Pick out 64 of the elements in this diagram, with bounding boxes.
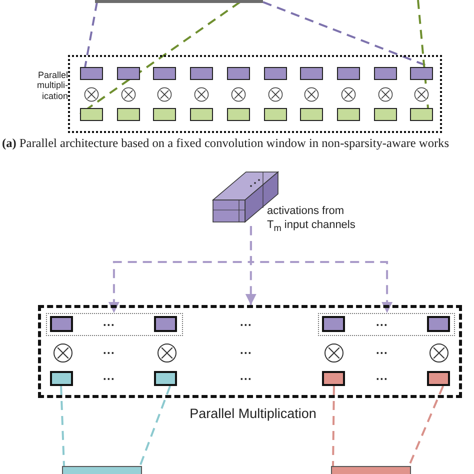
activation-register (116, 67, 140, 80)
annotation-text: activations from T$_{m}$ input channels (267, 204, 356, 236)
dashed-line (60, 386, 65, 466)
array-label: Parallel multipli- ication (36, 70, 68, 102)
activation-register (322, 316, 344, 332)
multiply-symbol (53, 343, 73, 363)
multiply-symbol (378, 87, 393, 102)
ellipsis: ··· (240, 318, 252, 332)
weight-register (336, 108, 360, 121)
ellipsis: ··· (376, 372, 388, 386)
weight-register (154, 371, 177, 386)
activation-register (153, 67, 176, 80)
activation-register (426, 316, 450, 332)
multiply-symbol (340, 87, 356, 102)
multiply-symbol (304, 87, 320, 102)
activation-register (264, 67, 286, 80)
multiply-symbol (157, 87, 172, 102)
dashed-line (84, 2, 98, 68)
weight-register (190, 108, 214, 121)
activation-register (410, 67, 434, 80)
weight-register (300, 108, 324, 121)
dashed-line (417, 0, 429, 108)
figure-caption: (a) Parallel architecture based on a fixed convolution window in non-sparsity-aware works (2, 136, 450, 151)
multiply-symbol (324, 343, 344, 363)
register-group-box (46, 313, 183, 336)
multiply-symbol (230, 87, 246, 102)
activation-register (80, 67, 103, 80)
weight-register (410, 108, 434, 121)
multiply-symbol (268, 87, 282, 102)
multiply-symbol (194, 87, 210, 102)
activation-register (226, 67, 250, 80)
ellipsis: ··· (103, 346, 115, 360)
multiply-symbol (157, 343, 177, 363)
dashed-line (139, 386, 172, 466)
weight-register (50, 371, 73, 386)
weight-register (226, 108, 250, 121)
multiply-symbol (84, 87, 99, 102)
multiply-symbol (120, 87, 136, 102)
ellipsis: ··· (376, 318, 388, 332)
weight-register (116, 108, 140, 121)
activation-register (374, 67, 397, 80)
activation-register (190, 67, 214, 80)
ellipsis: ··· (240, 346, 252, 360)
activation-register (50, 316, 72, 332)
dashed-arrow (250, 226, 393, 313)
multiply-symbol (414, 87, 430, 102)
weight-register (374, 108, 397, 121)
ellipsis: ··· (103, 372, 115, 386)
dashed-line (408, 386, 444, 466)
weight-register (322, 371, 345, 386)
activation-register (336, 67, 360, 80)
register-group-box (318, 313, 455, 336)
multiply-symbol (429, 343, 449, 363)
weight-register (264, 108, 286, 121)
weight-register (427, 371, 450, 386)
array-label: Parallel Multiplication (188, 406, 318, 422)
ellipsis: ··· (376, 346, 388, 360)
weight-register (80, 108, 103, 121)
activation-register (154, 316, 176, 332)
dashed-line (332, 386, 335, 466)
ellipsis: ··· (240, 372, 252, 386)
activation-register (300, 67, 324, 80)
weight-register (153, 108, 176, 121)
ellipsis: ··· (103, 318, 115, 332)
